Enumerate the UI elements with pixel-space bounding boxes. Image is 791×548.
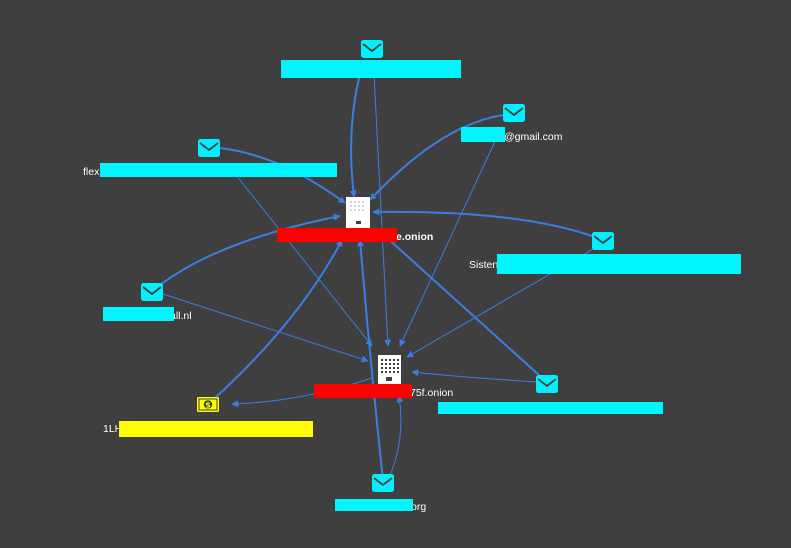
redaction-bar-nl xyxy=(103,307,174,321)
envelope-icon[interactable] xyxy=(198,139,220,157)
node-label-onion-top: e.onion xyxy=(396,231,433,243)
node-label-bitcoin: 1LH xyxy=(103,423,122,435)
edge-gmail-to-onion-bottom[interactable] xyxy=(399,136,498,347)
edge-bitcoin-to-onion-top[interactable] xyxy=(214,239,343,399)
redaction-bar-sisten xyxy=(497,254,741,274)
edge-layer-thick xyxy=(159,73,596,481)
edge-org-to-onion-top[interactable] xyxy=(357,239,384,481)
node-label-nl: all.nl xyxy=(170,310,192,322)
node-label-onion-bottom: 75f.onion xyxy=(410,387,453,399)
redaction-bar-onion-top xyxy=(277,228,397,242)
envelope-icon[interactable] xyxy=(536,375,558,393)
envelope-icon[interactable] xyxy=(361,40,383,58)
redaction-bar-flex xyxy=(100,163,337,177)
edge-top-to-onion-top[interactable] xyxy=(349,73,361,198)
edge-onion-top-to-right[interactable] xyxy=(384,235,541,377)
node-label-org: org xyxy=(411,501,426,513)
envelope-icon[interactable] xyxy=(372,474,394,492)
edge-sisten-to-onion-top[interactable] xyxy=(372,208,596,238)
svg-text:$: $ xyxy=(205,401,211,410)
edge-gmail-to-onion-top[interactable] xyxy=(369,114,504,201)
redaction-bar-right xyxy=(438,402,663,414)
redaction-bar-onion-bottom xyxy=(314,384,412,398)
edge-nl-to-onion-bottom[interactable] xyxy=(159,292,369,363)
server-icon[interactable] xyxy=(346,197,370,229)
redaction-layer xyxy=(100,60,741,511)
edge-nl-to-onion-top[interactable] xyxy=(159,213,341,286)
edge-right-to-onion-bottom[interactable] xyxy=(411,369,539,383)
edge-onion-bottom-to-bitcoin[interactable] xyxy=(231,377,373,408)
node-label-sisten: Sisten xyxy=(469,259,498,271)
redaction-bar-org xyxy=(335,499,413,511)
edge-org-to-onion-bottom[interactable] xyxy=(387,395,404,481)
edge-flex-to-onion-bottom[interactable] xyxy=(235,174,373,347)
node-label-gmail: @gmail.com xyxy=(504,131,563,143)
redaction-bar-gmail xyxy=(461,127,505,142)
envelope-icon[interactable] xyxy=(141,283,163,301)
redaction-bar-bitcoin xyxy=(119,421,313,437)
redaction-bar-top xyxy=(281,60,461,78)
envelope-icon[interactable] xyxy=(503,104,525,122)
node-label-flex: flex xyxy=(83,166,100,178)
bitcoin-banknote-icon[interactable]: $ xyxy=(197,397,219,412)
edge-top-to-onion-bottom[interactable] xyxy=(373,73,392,347)
building-icon[interactable] xyxy=(378,355,401,384)
envelope-icon[interactable] xyxy=(592,232,614,250)
